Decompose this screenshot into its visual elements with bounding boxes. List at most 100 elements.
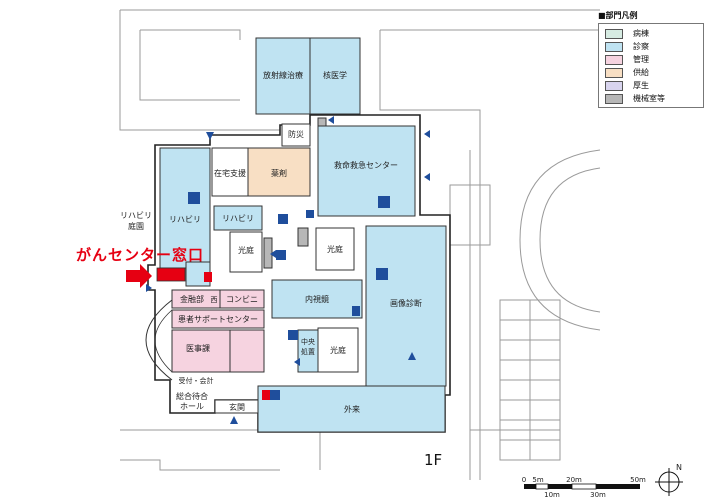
scale-tick-50m: 50m — [630, 476, 646, 484]
entrance-markers — [146, 116, 430, 424]
scale-tick-20m: 20m — [566, 476, 582, 484]
label-rehab-small: リハビリ — [222, 214, 254, 223]
entrance-marker-outpatient — [230, 416, 238, 424]
cancer-center-window[interactable] — [156, 267, 186, 282]
legend-box: 病棟 診察 管理 供給 厚生 機械室等 — [598, 23, 704, 108]
legend-label: 管理 — [633, 55, 649, 64]
elevator-icon — [288, 330, 298, 340]
label-nuclear: 核医学 — [323, 70, 347, 80]
elevator-icon — [278, 214, 288, 224]
label-bank-small: 西 — [211, 296, 218, 304]
entrance-marker-emergency — [424, 130, 430, 138]
legend-label: 機械室等 — [633, 94, 665, 103]
elevator-icon — [376, 268, 388, 280]
elevator-icon — [188, 192, 200, 204]
label-rehab-garden-2: 庭園 — [128, 221, 144, 231]
legend-swatch — [605, 28, 623, 39]
site-outline — [119, 9, 600, 480]
elevator-icon — [276, 250, 286, 260]
north-compass: N — [655, 463, 683, 496]
elevator-icon — [270, 390, 280, 400]
room-bosai — [281, 123, 311, 147]
legend-title: ■部門凡例 — [598, 11, 638, 20]
room-imaging — [365, 225, 447, 387]
label-lightwell-2: 光庭 — [327, 244, 343, 254]
elevator-icon — [378, 196, 390, 208]
legend-item: 供給 — [605, 66, 699, 79]
label-entrance: 玄関 — [229, 402, 245, 412]
label-central-2: 処置 — [301, 347, 315, 356]
stadium-outline — [449, 149, 601, 461]
scale-tick-30m: 30m — [590, 491, 606, 499]
entrance-marker-top — [206, 132, 214, 140]
label-reception: 受付・会計 — [179, 376, 214, 385]
label-rehab-main: リハビリ — [169, 215, 201, 224]
scale-tick-5m: 5m — [532, 476, 543, 484]
entrance-marker-central — [294, 358, 300, 366]
label-lightwell-3: 光庭 — [330, 345, 346, 355]
room-lightwell-2 — [315, 227, 355, 271]
room-machine-1 — [317, 117, 327, 127]
room-convenience — [219, 289, 265, 309]
label-waiting-2: ホール — [180, 402, 204, 411]
legend-item: 病棟 — [605, 27, 699, 40]
legend-label: 診察 — [633, 42, 649, 51]
room-outpatient — [257, 385, 446, 433]
room-entrance — [214, 399, 259, 414]
entrance-marker-emergency-2 — [424, 173, 430, 181]
entrance-marker-imaging — [270, 250, 276, 258]
room-endoscopy — [271, 279, 363, 319]
room-central — [297, 329, 319, 373]
legend-swatch — [605, 67, 623, 78]
label-pharmacy: 薬剤 — [271, 168, 287, 178]
label-lightwell-1: 光庭 — [238, 245, 254, 255]
facility-icons — [188, 192, 390, 400]
room-lightwell-3 — [317, 327, 359, 373]
compass-label: N — [676, 463, 682, 472]
label-bank: 金融部 — [180, 294, 204, 304]
entrance-marker-left — [146, 284, 152, 292]
legend-item: 機械室等 — [605, 92, 699, 105]
label-radiation: 放射線治療 — [263, 70, 303, 80]
room-patient-support — [171, 309, 265, 329]
cancer-center-arrow — [126, 264, 152, 288]
toilet-icon — [262, 390, 270, 400]
legend-swatch — [605, 93, 623, 104]
scale-tick-10m: 10m — [544, 491, 560, 499]
legend-label: 厚生 — [633, 81, 649, 90]
label-convenience: コンビニ — [226, 295, 258, 304]
legend-label: 病棟 — [633, 29, 649, 38]
room-machine-3 — [263, 237, 273, 269]
room-pharmacy — [247, 147, 311, 197]
label-zaitaku: 在宅支援 — [214, 168, 246, 178]
toilet-icon — [204, 272, 212, 282]
entrance-marker-nuclear — [328, 116, 334, 124]
scale-bar: 0 5m 20m 50m 10m 30m — [522, 476, 646, 499]
label-waiting-1: 総合待合 — [176, 391, 208, 401]
department-legend: ■部門凡例 病棟 診察 管理 供給 厚生 機械室等 — [598, 10, 704, 108]
label-endoscopy: 内視鏡 — [305, 294, 329, 304]
waiting-hall-curve-inner — [154, 309, 173, 373]
label-emergency: 救命救急センター — [334, 160, 398, 170]
cancer-center-callout: がんセンター窓口 — [76, 246, 205, 264]
legend-item: 管理 — [605, 53, 699, 66]
label-imaging: 画像診断 — [390, 298, 422, 308]
legend-swatch — [605, 54, 623, 65]
rooms — [159, 37, 447, 433]
room-medical-affairs-ext — [229, 329, 265, 373]
legend-item: 厚生 — [605, 79, 699, 92]
room-emergency — [317, 125, 416, 217]
legend-swatch — [605, 80, 623, 91]
legend-item: 診察 — [605, 40, 699, 53]
room-lightwell-1 — [229, 231, 263, 273]
room-nuclear — [309, 37, 361, 115]
toilet-icon — [352, 306, 360, 316]
elevator-icon — [306, 210, 314, 218]
room-rehab-main — [159, 147, 211, 269]
legend-label: 供給 — [633, 68, 649, 77]
waiting-hall-curve — [145, 299, 173, 381]
label-bosai: 防災 — [288, 129, 304, 139]
label-central-1: 中央 — [301, 337, 315, 346]
label-rehab-garden-1: リハビリ — [120, 211, 152, 220]
